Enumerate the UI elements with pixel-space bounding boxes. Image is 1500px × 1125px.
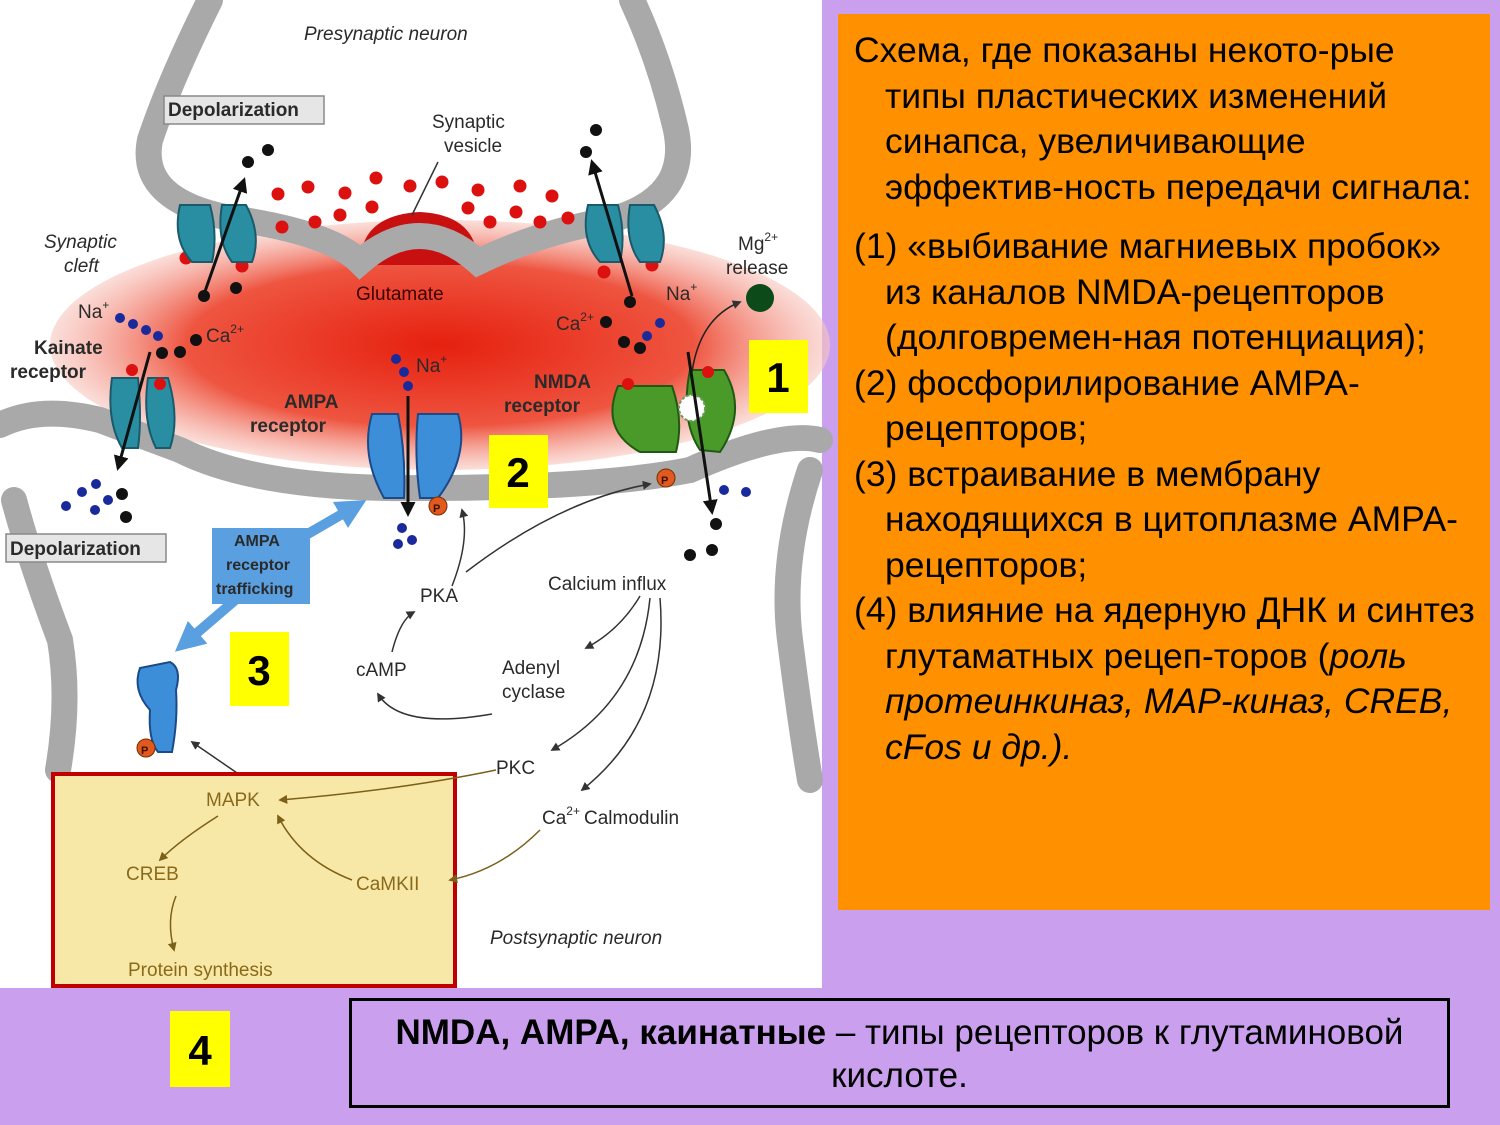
ampa-label-1: AMPA xyxy=(284,392,339,413)
info-intro: Схема, где показаны некото-рые типы плас… xyxy=(854,30,1472,207)
svg-text:4: 4 xyxy=(188,1027,212,1074)
info-item-1: (1) «выбивание магниевых пробок» из кана… xyxy=(854,226,1442,357)
synaptic-vesicle-label-2: vesicle xyxy=(444,136,502,157)
presynaptic-membrane xyxy=(135,0,692,280)
mg-label-2: release xyxy=(726,258,788,279)
trafficking-label-2: receptor xyxy=(226,557,290,574)
phospho-trafficked: P xyxy=(141,745,148,757)
pka-label: PKA xyxy=(420,586,458,607)
na-label-center: Na+ xyxy=(416,352,447,377)
mg-label-1: Mg2+ xyxy=(738,230,778,255)
info-item-3: (3) встраивание в мембрану находящихся в… xyxy=(854,453,1458,585)
caption-rest: – типы рецепторов к глутаминовой кислоте… xyxy=(826,1013,1404,1095)
protein-synthesis-label: Protein synthesis xyxy=(128,960,273,981)
info-item-4: (4) влияние на ядерную ДНК и синтез глут… xyxy=(854,590,1475,767)
trafficking-label-3: trafficking xyxy=(216,581,293,598)
synapse-diagram: Presynaptic neuron Postsynaptic neuron D… xyxy=(0,0,833,988)
number-markers: 1 2 3 xyxy=(230,340,808,706)
ca-label-left: Ca2+ xyxy=(206,322,244,347)
presynaptic-label: Presynaptic neuron xyxy=(304,24,468,45)
marker-3: 3 xyxy=(230,632,289,706)
adenyl-cyclase-label-1: Adenyl xyxy=(502,658,560,679)
presynaptic-channel-right xyxy=(584,159,665,297)
svg-text:2: 2 xyxy=(506,449,529,496)
synaptic-vesicle-label-1: Synaptic xyxy=(432,112,505,133)
trafficking-label-1: AMPA xyxy=(234,533,280,550)
ca-label-right: Ca2+ xyxy=(556,310,594,335)
postsynaptic-label: Postsynaptic neuron xyxy=(490,928,662,949)
glutamate-label: Glutamate xyxy=(356,284,444,305)
calmodulin-label: Ca2+Calmodulin xyxy=(542,804,679,829)
pkc-label: PKC xyxy=(496,758,535,779)
info-item-2: (2) фосфорилирование АМРА-рецепторов; xyxy=(854,362,1360,449)
phospho-ampa: P xyxy=(433,503,440,515)
svg-text:1: 1 xyxy=(766,354,789,401)
vesicle-dots xyxy=(179,171,659,279)
camkii-label: CaMKII xyxy=(356,874,419,895)
na-label-left: Na+ xyxy=(78,298,109,323)
na-label-right: Na+ xyxy=(666,280,697,305)
creb-label: CREB xyxy=(126,864,179,885)
mapk-label: MAPK xyxy=(206,790,260,811)
vesicle-pointer xyxy=(411,161,439,216)
nmda-receptor xyxy=(611,284,774,515)
marker-4: 4 xyxy=(170,1011,230,1087)
nmda-label-2: receptor xyxy=(504,396,581,417)
presynaptic-channel-left xyxy=(176,177,257,301)
marker-2: 2 xyxy=(489,435,548,508)
synaptic-cleft-label-1: Synaptic xyxy=(44,232,117,253)
signaling-arrows xyxy=(190,480,662,792)
calcium-ions xyxy=(116,124,722,561)
depolarization-top-label: Depolarization xyxy=(168,100,299,121)
trafficking-arrows xyxy=(174,499,367,652)
receptor-types-caption: NMDA, АМРА, каинатные – типы рецепторов … xyxy=(349,998,1450,1108)
depolarization-bottom-label: Depolarization xyxy=(10,539,141,560)
nmda-label-1: NMDA xyxy=(534,372,591,393)
info-box: Схема, где показаны некото-рые типы плас… xyxy=(838,14,1490,910)
phospho-nmda: P xyxy=(661,475,668,487)
synaptic-cleft-label-2: cleft xyxy=(64,256,100,277)
caption-bold: NMDA, АМРА, каинатные xyxy=(395,1013,827,1052)
svg-text:3: 3 xyxy=(247,647,270,694)
kainate-receptor xyxy=(109,351,176,471)
diagram-labels: Presynaptic neuron Postsynaptic neuron D… xyxy=(5,24,788,981)
adenyl-cyclase-label-2: cyclase xyxy=(502,682,565,703)
camp-label: cAMP xyxy=(356,660,407,681)
ampa-label-2: receptor xyxy=(250,416,327,437)
kainate-label-1: Kainate xyxy=(34,338,103,359)
nucleus-box xyxy=(51,769,541,988)
calcium-influx-label: Calcium influx xyxy=(548,574,667,595)
ampa-receptor xyxy=(367,396,463,517)
trafficked-ampa-receptor xyxy=(136,660,179,758)
kainate-label-2: receptor xyxy=(10,362,87,383)
sodium-ions xyxy=(61,313,751,549)
marker-1: 1 xyxy=(749,340,808,413)
